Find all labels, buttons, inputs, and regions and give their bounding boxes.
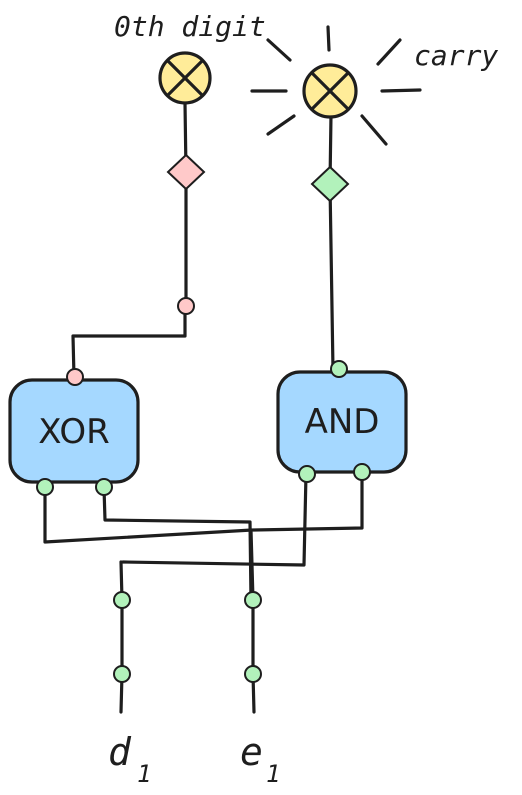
wire-sum-output bbox=[71, 101, 188, 379]
xor-output-port[interactable] bbox=[66, 368, 84, 386]
e-input-label: e 1 bbox=[240, 730, 280, 788]
wires bbox=[43, 101, 364, 714]
carry-bulb-cross-b bbox=[310, 71, 350, 111]
d-input-port-upper[interactable] bbox=[113, 591, 131, 609]
and-input-port-left[interactable] bbox=[298, 465, 316, 483]
ray-top bbox=[326, 25, 331, 52]
e-input-port-upper[interactable] bbox=[244, 591, 262, 609]
and-input-port-right[interactable] bbox=[353, 463, 371, 481]
ray-bottom-left bbox=[266, 114, 296, 136]
carry-output-diamond[interactable] bbox=[310, 165, 350, 203]
carry-bulb bbox=[250, 25, 422, 146]
carry-output-label: carry bbox=[414, 39, 498, 72]
xor-gate-label: XOR bbox=[38, 412, 110, 452]
d-input-port-lower[interactable] bbox=[113, 665, 131, 683]
wire-d-input bbox=[119, 560, 124, 714]
d-input-label: d 1 bbox=[108, 730, 151, 788]
wire-xor-in-right bbox=[102, 486, 253, 602]
xor-input-port-left[interactable] bbox=[36, 478, 54, 496]
sum-bulb-cross-b bbox=[166, 59, 204, 97]
xor-gate[interactable]: XOR bbox=[8, 368, 140, 496]
ray-bottom-right bbox=[360, 114, 388, 146]
wire-and-in-left bbox=[121, 472, 308, 567]
and-gate-label: AND bbox=[305, 402, 380, 442]
ray-right bbox=[380, 88, 422, 93]
xor-input-port-right[interactable] bbox=[95, 478, 113, 496]
wire-and-in-right bbox=[251, 470, 364, 532]
wire-e-input bbox=[249, 528, 256, 714]
d-input-base: d bbox=[108, 730, 132, 774]
sum-wire-joint[interactable] bbox=[177, 297, 195, 315]
e-input-base: e bbox=[240, 730, 263, 774]
sum-output-label: 0th digit bbox=[114, 10, 266, 43]
sum-output-diamond[interactable] bbox=[166, 153, 206, 191]
ray-top-left bbox=[266, 38, 292, 62]
e-input-subscript: 1 bbox=[266, 760, 280, 788]
sum-bulb bbox=[158, 51, 212, 105]
ray-top-right bbox=[376, 38, 402, 66]
e-input-port-lower[interactable] bbox=[244, 665, 262, 683]
d-input-subscript: 1 bbox=[137, 760, 151, 788]
wire-xor-in-left bbox=[43, 486, 254, 544]
and-gate[interactable]: AND bbox=[276, 360, 408, 483]
carry-bulb-rays bbox=[250, 25, 422, 146]
and-output-port[interactable] bbox=[330, 360, 348, 378]
wire-carry-output bbox=[328, 113, 335, 372]
